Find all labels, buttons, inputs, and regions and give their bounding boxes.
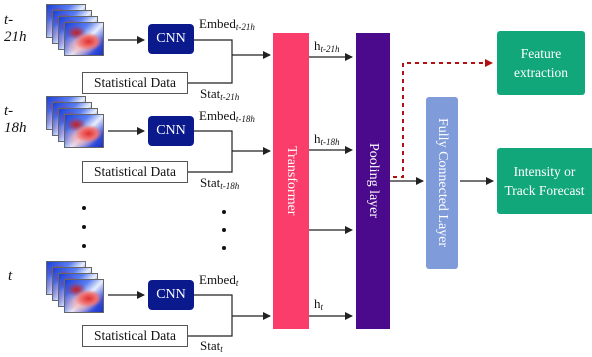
ellipsis-dot (82, 244, 86, 248)
ellipsis-dot (222, 210, 226, 214)
stat-line-3 (188, 316, 233, 337)
fully-connected-layer-block: Fully Connected Layer (426, 97, 458, 269)
image-frame-1d (64, 22, 104, 56)
hidden-state-label: ht (314, 296, 324, 312)
stat-line-2 (188, 151, 233, 173)
dashed-arrow-to-feature (393, 59, 493, 178)
image-frame-2d (64, 114, 104, 148)
stat-label: Statt (200, 338, 223, 354)
hidden-state-label: ht-21h (314, 38, 340, 54)
embed-line-1 (194, 39, 233, 55)
time-label: t-21h (4, 12, 27, 45)
ellipsis-dot (222, 246, 226, 250)
time-label: t-18h (4, 103, 27, 136)
feature-extraction-line1: Feature (520, 46, 562, 61)
cnn-block: CNN (148, 116, 194, 146)
transformer-label: Transformer (284, 146, 299, 216)
forecast-line2: Track Forecast (504, 183, 585, 198)
statistical-data-box: Statistical Data (82, 325, 188, 347)
stat-label: Statt-18h (200, 175, 240, 191)
embed-line-2 (194, 130, 233, 151)
forecast-box: Intensity or Track Forecast (497, 148, 592, 214)
statistical-data-box: Statistical Data (82, 161, 188, 183)
embed-label: Embedt-18h (199, 108, 255, 124)
time-label: t (8, 268, 13, 284)
forecast-line1: Intensity or (513, 164, 576, 179)
hidden-state-label: ht-18h (314, 131, 340, 147)
image-frame-3d (64, 279, 104, 313)
feature-extraction-box: Feature extraction (497, 31, 585, 95)
pooling-layer-label: Pooling layer (366, 143, 381, 219)
transformer-block: Transformer (273, 33, 309, 329)
ellipsis-dot (82, 206, 86, 210)
fully-connected-layer-label: Fully Connected Layer (435, 118, 450, 248)
stat-label: Statt-21h (200, 86, 240, 102)
cnn-block: CNN (148, 280, 194, 310)
embed-line-3 (194, 294, 233, 316)
pooling-layer-block: Pooling layer (356, 33, 390, 329)
embed-label: Embedt-21h (199, 16, 255, 32)
ellipsis-dot (82, 225, 86, 229)
ellipsis-dot (222, 228, 226, 232)
feature-extraction-line2: extraction (514, 65, 568, 80)
statistical-data-box: Statistical Data (82, 72, 188, 94)
stat-line-1 (188, 55, 233, 84)
embed-label: Embedt (199, 272, 239, 288)
cnn-block: CNN (148, 24, 194, 54)
